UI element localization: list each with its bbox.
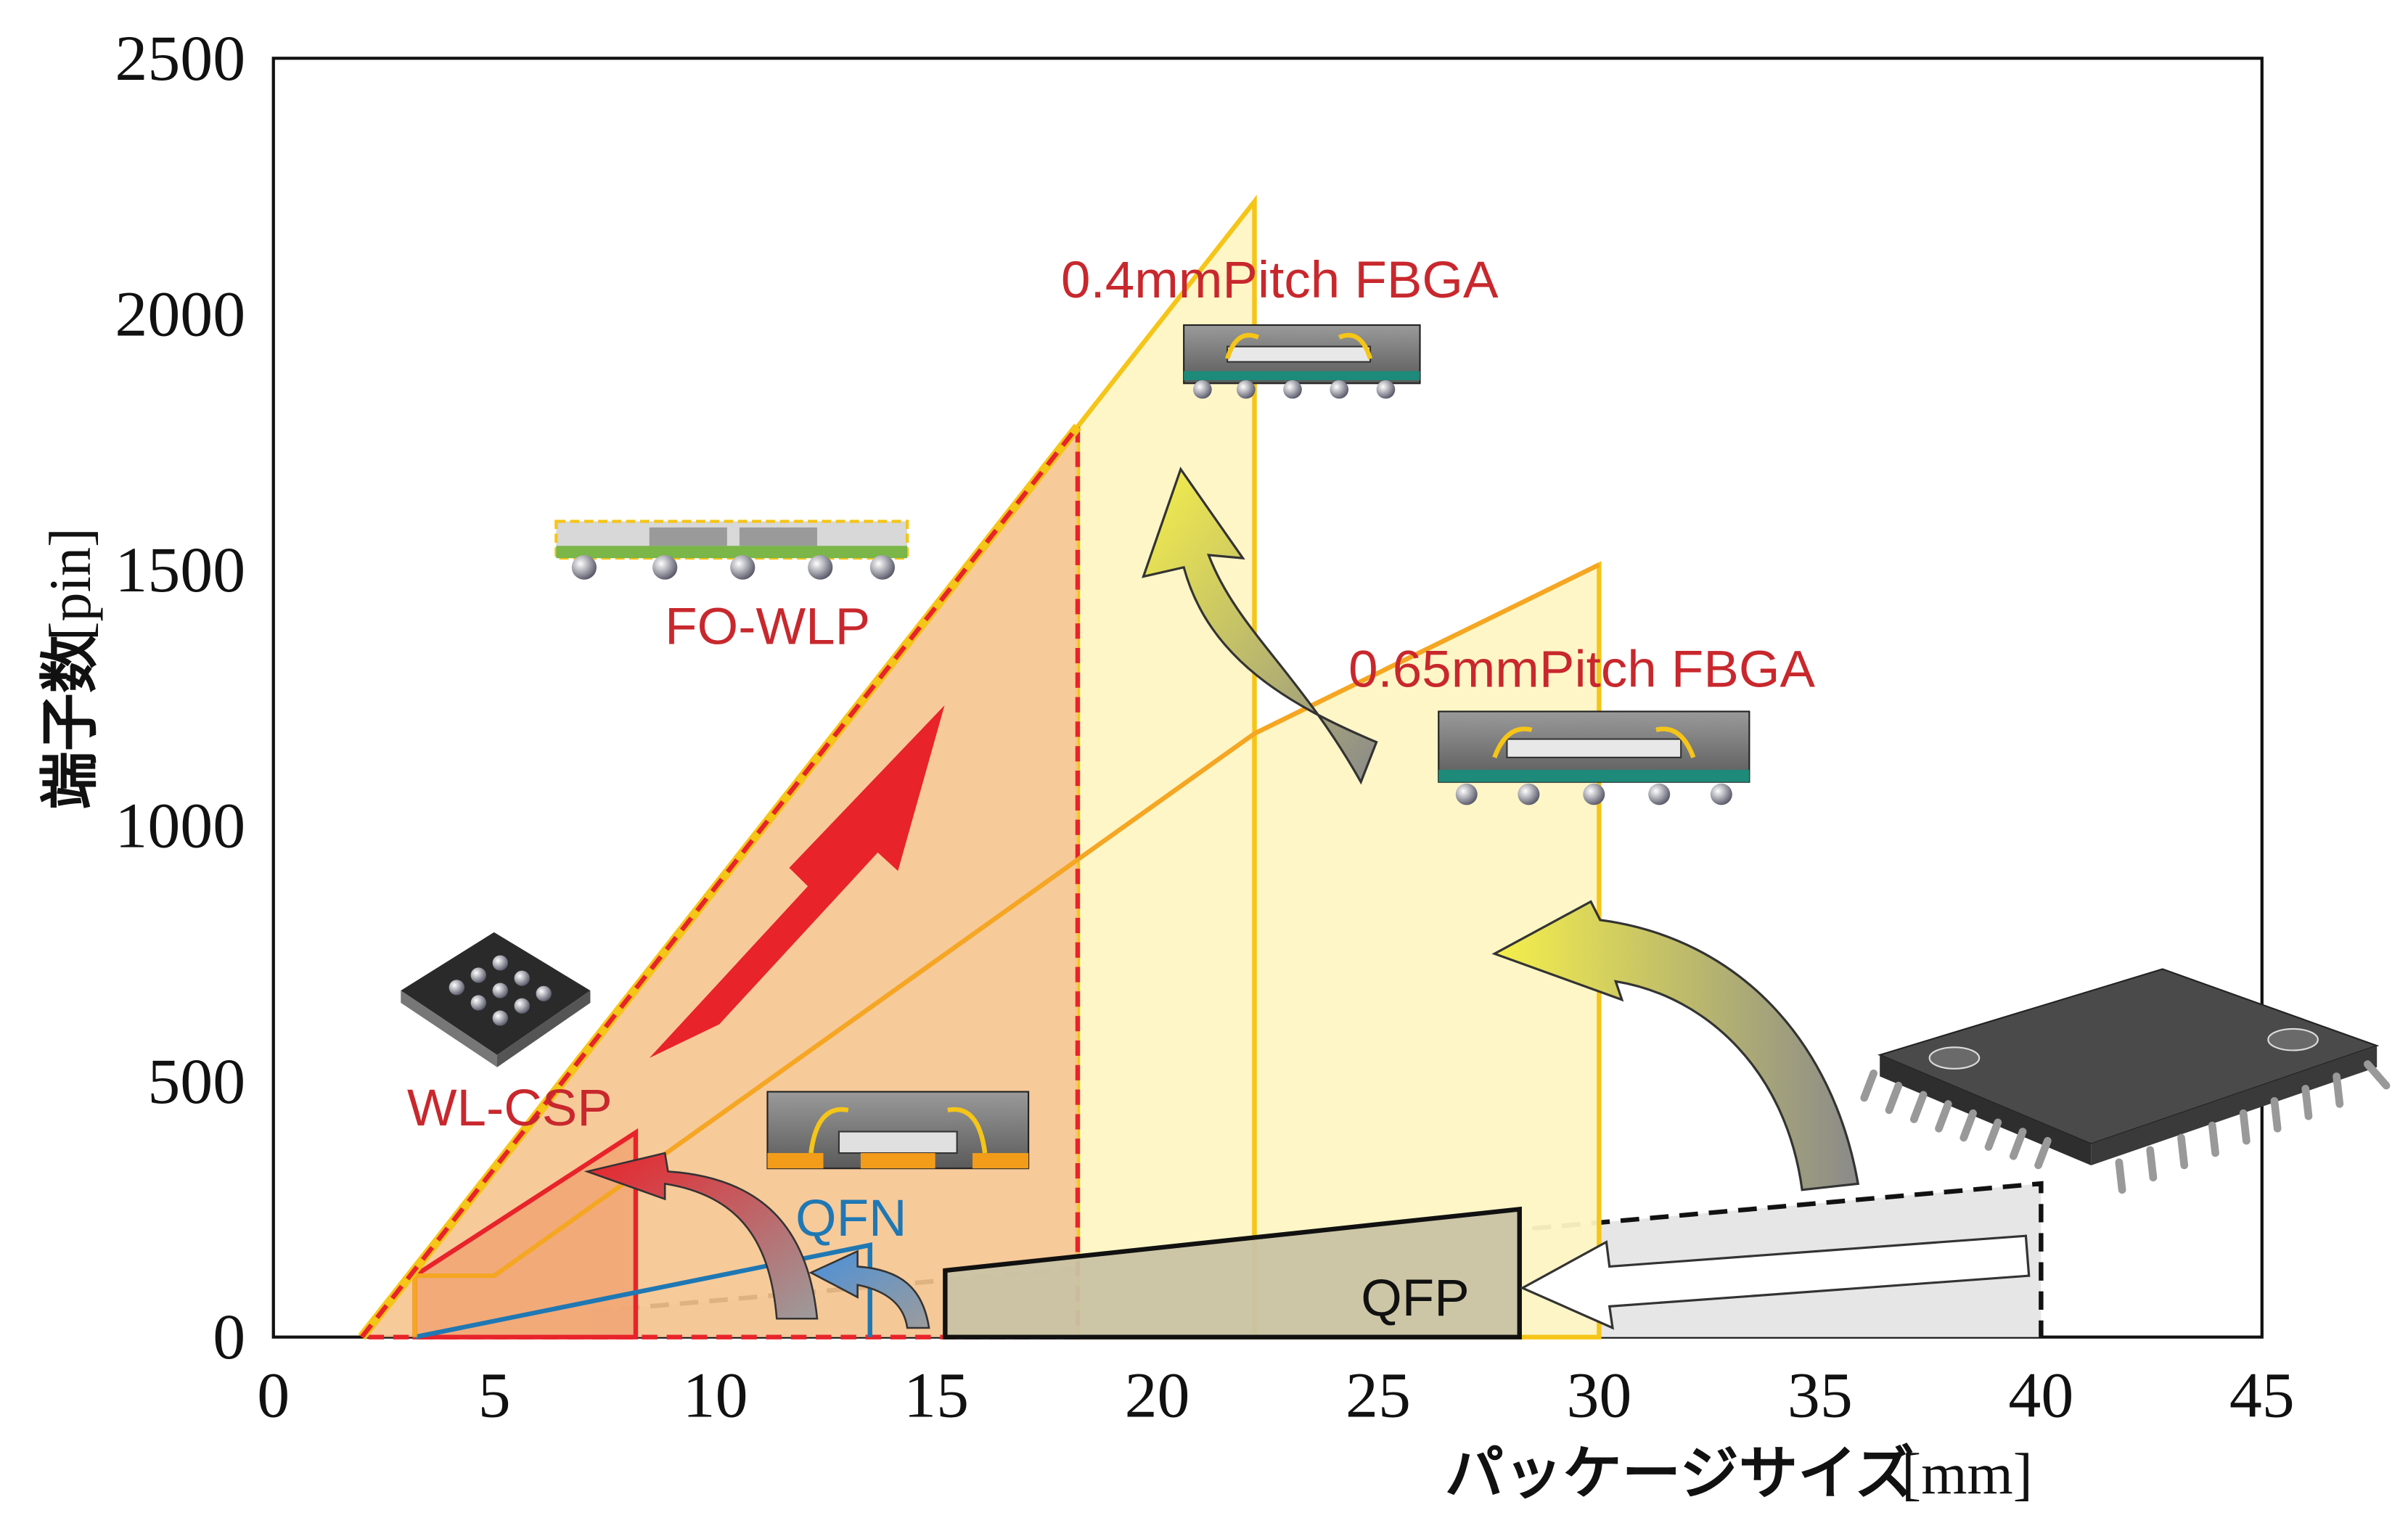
fo-wlp-trend-arrow [649, 705, 945, 1059]
x-tick-label: 0 [257, 1360, 290, 1431]
y-tick-label: 500 [147, 1046, 245, 1117]
qfp-range-arrow [1520, 1234, 2031, 1330]
x-axis-ticks: 0 5 10 15 20 25 30 35 40 45 [257, 1360, 2294, 1431]
fbga-04-trend-arrow [1142, 467, 1378, 785]
x-tick-label: 20 [1125, 1360, 1190, 1431]
region-qfp [943, 1206, 1522, 1339]
x-tick-label: 45 [2229, 1360, 2295, 1431]
fbga-065-trend-arrow [1491, 900, 1860, 1191]
label-qfp: QFP [1361, 1269, 1470, 1326]
y-axis-title-jp: 端子数 [36, 635, 105, 810]
y-axis-ticks: 0 500 1000 1500 2000 2500 [115, 22, 245, 1373]
region-labels: 0.4mmPitch FBGA 0.65mmPitch FBGA FO-WLP … [407, 251, 1816, 1327]
x-axis-title-jp: パッケージサイズ [1445, 1440, 1914, 1508]
y-axis-title-unit: [pin] [38, 528, 104, 641]
label-wl-csp: WL-CSP [407, 1079, 613, 1136]
y-axis-title: 端子数 [pin] [36, 528, 105, 810]
y-tick-label: 2500 [115, 22, 245, 94]
x-axis-title: パッケージサイズ [mm] [1445, 1440, 2033, 1508]
y-tick-label: 0 [213, 1302, 245, 1373]
region-qfn [414, 1242, 872, 1339]
label-fbga-04: 0.4mmPitch FBGA [1061, 251, 1499, 308]
label-fo-wlp: FO-WLP [665, 598, 870, 655]
y-tick-label: 2000 [115, 279, 245, 350]
y-tick-label: 1500 [115, 534, 245, 605]
fbga-065-package-icon [1438, 710, 1750, 805]
qfn-package-icon [766, 1091, 1030, 1170]
x-tick-label: 10 [683, 1360, 748, 1431]
fo-wlp-package-icon [554, 520, 909, 580]
trend-arrows [583, 467, 2031, 1330]
package-illustrations [401, 324, 2391, 1194]
x-tick-label: 40 [2008, 1360, 2073, 1431]
x-tick-label: 15 [904, 1360, 969, 1431]
x-tick-label: 30 [1566, 1360, 1631, 1431]
fbga-04-package-icon [1183, 324, 1421, 399]
y-tick-label: 1000 [115, 790, 245, 861]
wl-csp-package-icon [401, 932, 591, 1067]
x-tick-label: 25 [1346, 1360, 1411, 1431]
x-axis-title-unit: [mm] [1901, 1443, 2033, 1506]
x-tick-label: 35 [1787, 1360, 1853, 1431]
qfp-package-icon [1860, 968, 2391, 1194]
label-qfn: QFN [795, 1190, 907, 1247]
wl-csp-trend-arrow [583, 1152, 819, 1320]
fbga-065-envelope-line [412, 562, 1600, 1337]
x-tick-label: 5 [478, 1360, 511, 1431]
qfn-trend-arrow [808, 1250, 930, 1329]
label-fbga-065: 0.65mmPitch FBGA [1348, 641, 1816, 698]
fo-wlp-hypotenuse-dash [359, 424, 1080, 1339]
